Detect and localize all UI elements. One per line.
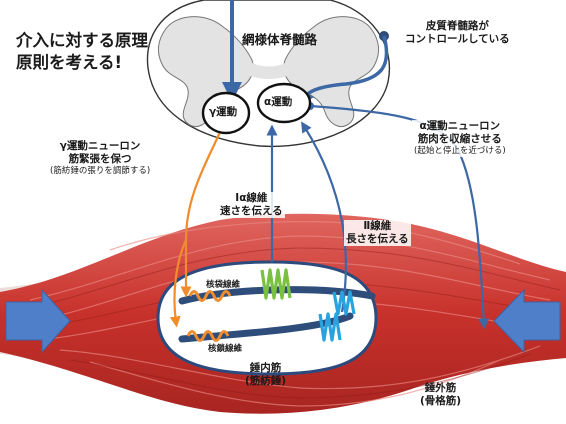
gamma-efferent-branch	[169, 239, 188, 328]
fiber-ia-label: Ⅰα線維 速さを伝える	[218, 192, 285, 219]
spinal-cord-section	[146, 0, 391, 148]
corticospinal-label: 皮質脊髄路が コントロールしている	[405, 20, 510, 46]
gamma-ending-bag	[188, 290, 232, 302]
corticospinal-line1: 皮質脊髄路が	[425, 20, 489, 32]
gamma-description-line2: 筋緊張を保つ	[68, 153, 132, 166]
nerve-pathways	[169, 0, 490, 330]
title-note-line2: 原則を考える!	[16, 53, 123, 73]
compress-arrow-right	[493, 288, 561, 354]
alpha-description: α運動ニューロン 筋肉を収縮させる (起始と停止を近づける)	[412, 120, 508, 157]
alpha-neuron-label: α運動	[264, 96, 293, 108]
corticospinal-tract	[297, 35, 389, 108]
reticulospinal-tract-label: 網様体脊髄路	[242, 32, 318, 47]
gamma-neuron-label: γ運動	[209, 106, 238, 118]
nuclear-bag-label: 核袋線維	[206, 280, 241, 290]
alpha-description-line1: α運動ニューロン	[419, 120, 501, 132]
ii-secondary-ending	[318, 290, 356, 342]
corticospinal-line2: コントロールしている	[405, 33, 510, 46]
alpha-motor-neuron	[256, 82, 312, 124]
grey-matter-right	[283, 16, 380, 127]
ia-primary-ending	[260, 268, 292, 300]
spindle-name-line1: 錘内筋	[249, 362, 282, 374]
green-coil	[260, 268, 292, 300]
gamma-description: γ運動ニューロン 筋緊張を保つ (筋紡錘の張りを調節する)	[50, 140, 150, 177]
gamma-endings	[186, 290, 232, 342]
fiber-ia-line2: 速さを伝える	[220, 205, 283, 218]
title-note-line1: 介入に対する原理	[16, 31, 148, 50]
muscle-spindle	[156, 260, 378, 376]
gamma-ending-chain	[186, 330, 230, 342]
title-note: 介入に対する原理 原則を考える!	[16, 30, 148, 75]
extrafusal-label: 錘外筋 (骨格筋)	[420, 382, 461, 408]
blue-coil-upper	[332, 290, 356, 316]
alpha-description-line2: 筋肉を収縮させる	[417, 133, 502, 146]
alpha-description-note: (起始と停止を近づける)	[414, 146, 506, 157]
gamma-description-note: (筋紡錘の張りを調節する)	[50, 166, 151, 177]
gamma-efferent-fiber	[180, 131, 222, 298]
fiber-ii-line2: 長さを伝える	[346, 233, 409, 246]
gamma-motor-neuron	[201, 91, 251, 135]
extrafusal-line1: 錘外筋	[424, 382, 457, 394]
grey-commissure	[250, 62, 287, 79]
gamma-description-line1: γ運動ニューロン	[59, 140, 141, 152]
nuclear-chain-label: 核鎖線維	[208, 344, 243, 354]
fiber-ii-line1: Ⅱ線維	[363, 220, 392, 232]
extrafusal-line2: (骨格筋)	[420, 395, 462, 408]
compress-arrow-left	[5, 288, 71, 354]
ii-afferent-fiber	[301, 121, 347, 313]
fiber-ii-label: Ⅱ線維 長さを伝える	[344, 220, 411, 247]
spindle-name: 錘内筋 (筋紡錘)	[245, 362, 286, 388]
spindle-name-line2: (筋紡錘)	[245, 375, 287, 388]
fiber-ia-line1: Ⅰα線維	[235, 192, 268, 204]
blue-coil-lower	[318, 312, 342, 342]
